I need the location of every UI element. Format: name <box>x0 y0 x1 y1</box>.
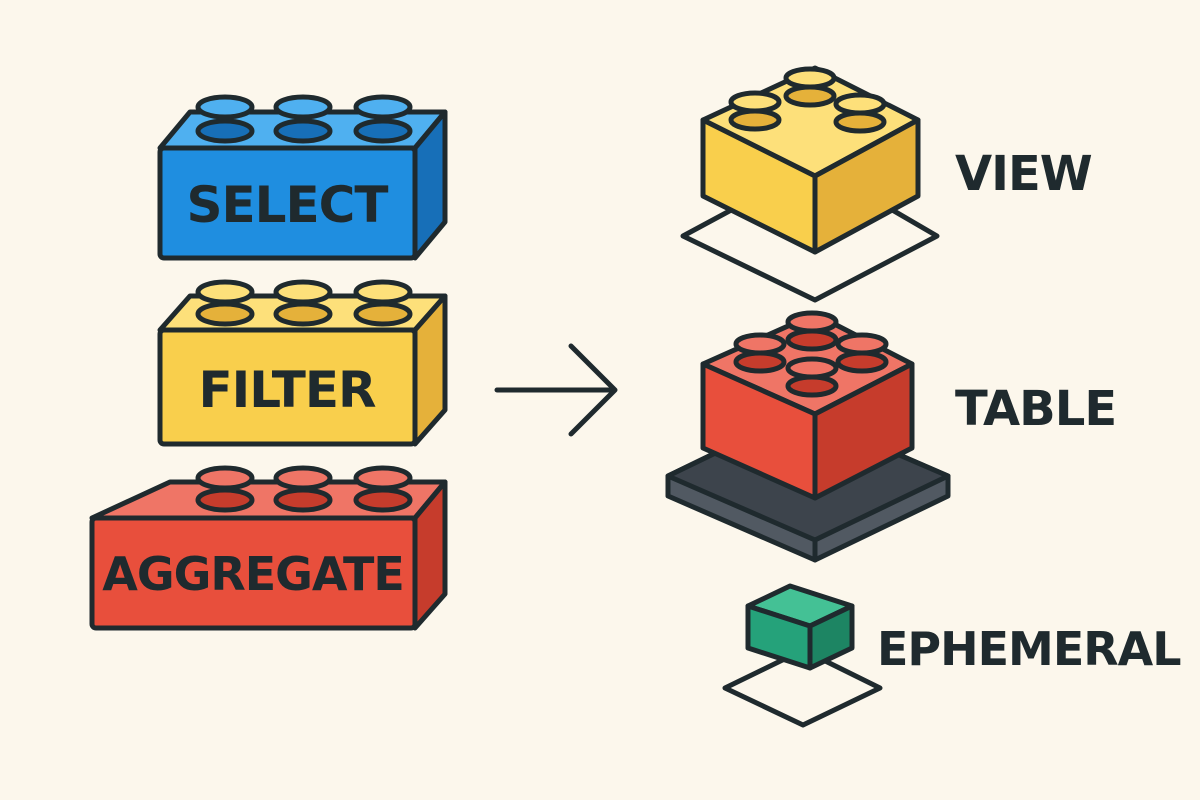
arrow-right-icon <box>494 343 618 437</box>
table-block <box>665 310 951 563</box>
view-label: VIEW <box>955 146 1092 202</box>
ephemeral-base-outline <box>722 647 883 728</box>
brick-studs <box>728 66 887 134</box>
brick-studs <box>195 279 413 327</box>
ephemeral-label: EPHEMERAL <box>877 622 1181 676</box>
select-brick: SELECT <box>157 94 448 261</box>
aggregate-label: AGGREGATE <box>102 547 404 601</box>
brick-studs <box>733 310 889 398</box>
ephemeral-block <box>722 583 883 728</box>
aggregate-brick: AGGREGATE <box>89 465 448 631</box>
brick-studs <box>195 94 413 144</box>
table-label: TABLE <box>955 381 1116 437</box>
select-label: SELECT <box>187 176 389 234</box>
filter-brick: FILTER <box>157 279 448 447</box>
filter-label: FILTER <box>198 361 376 419</box>
brick-studs <box>195 465 413 513</box>
view-block <box>680 65 940 303</box>
